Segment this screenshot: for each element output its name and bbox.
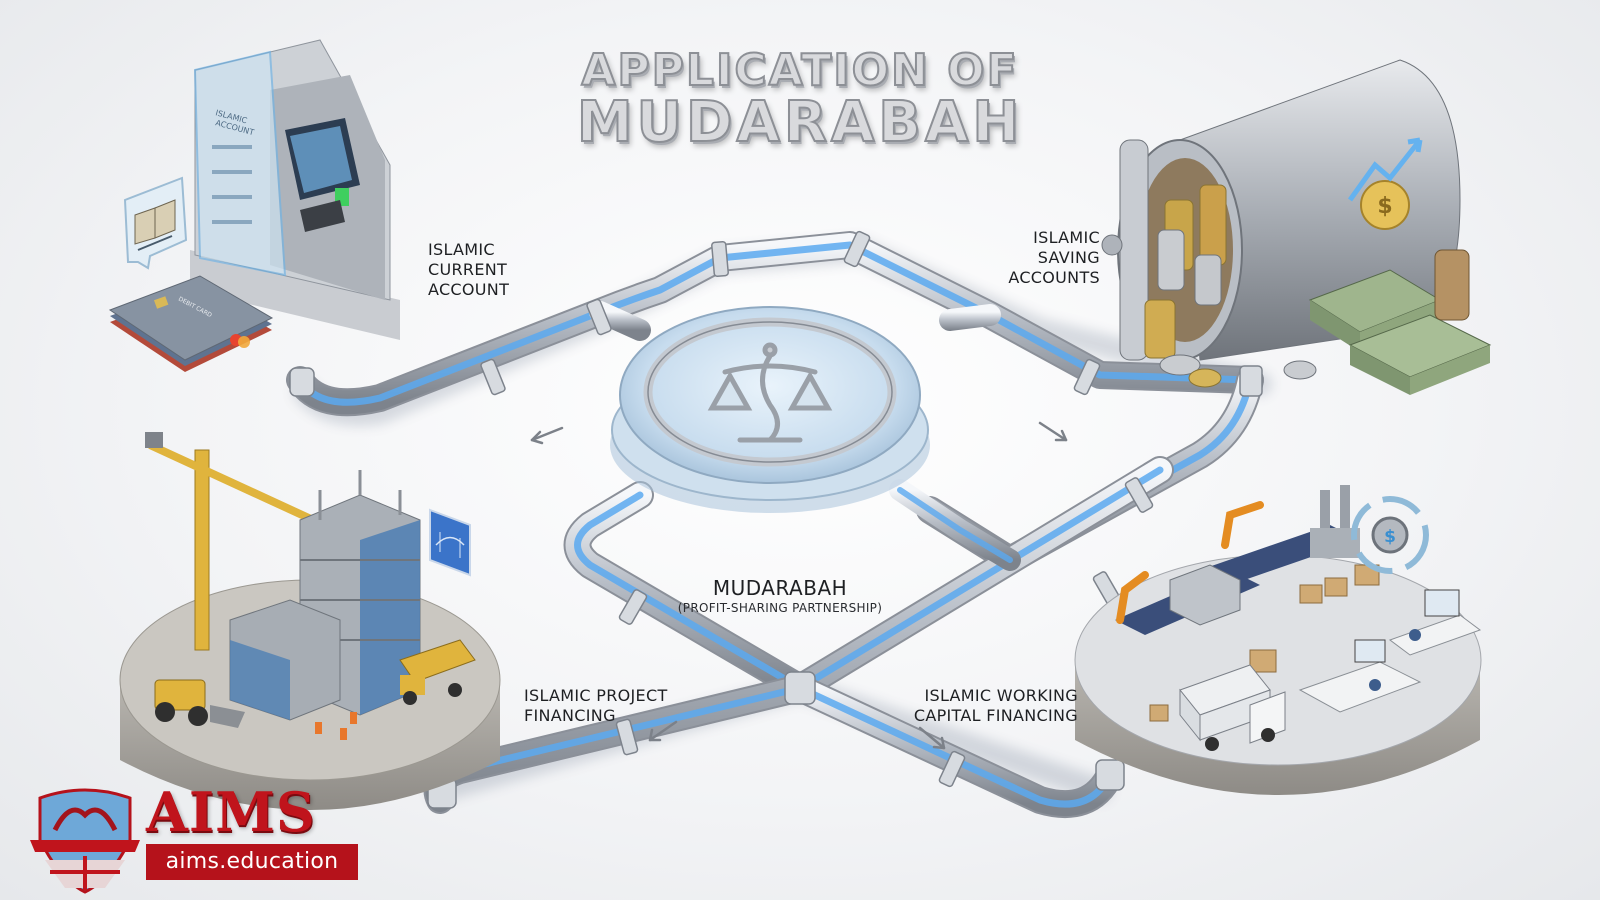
aims-shield-logo xyxy=(30,788,140,894)
label-line: CAPITAL FINANCING xyxy=(913,706,1078,725)
label-islamic-working-capital-financing: ISLAMIC WORKING CAPITAL FINANCING xyxy=(890,686,1078,726)
bridge-blueprint-icon xyxy=(429,508,471,577)
label-line: ISLAMIC PROJECT xyxy=(524,686,668,705)
label-islamic-project-financing: ISLAMIC PROJECT FINANCING xyxy=(524,686,668,726)
svg-text:$: $ xyxy=(1377,194,1392,219)
arrow-to-current xyxy=(530,426,564,445)
label-line: ACCOUNT xyxy=(428,280,510,299)
construction-illustration xyxy=(119,432,501,810)
quran-book-icon xyxy=(123,176,188,270)
title-line-2: MUDARABAH xyxy=(576,90,1024,156)
arrow-to-working xyxy=(918,726,946,750)
label-line: FINANCING xyxy=(524,706,616,725)
center-label: MUDARABAH xyxy=(712,576,848,600)
label-line: ACCOUNTS xyxy=(1008,268,1100,287)
aims-url-badge[interactable]: aims.education xyxy=(146,844,358,880)
aims-wordmark: AIMS xyxy=(146,780,316,844)
label-line: ISLAMIC xyxy=(1033,228,1100,247)
gear-dollar-cycle-icon: $ xyxy=(1351,496,1429,574)
mudarabah-hub xyxy=(610,306,930,513)
svg-text:$: $ xyxy=(1384,527,1396,547)
label-line: SAVING xyxy=(1037,248,1100,267)
atm-illustration: ISLAMIC ACCOUNT xyxy=(190,39,400,340)
center-sublabel: (PROFIT-SHARING PARTNERSHIP) xyxy=(677,601,883,615)
debit-card-stack: DEBIT CARD xyxy=(108,275,274,372)
arrow-to-saving xyxy=(1038,421,1068,442)
label-islamic-current-account: ISLAMIC CURRENT ACCOUNT xyxy=(428,240,509,300)
dollar-coin-growth-icon: $ xyxy=(1347,137,1423,230)
scales-of-justice-icon xyxy=(707,342,833,443)
cash-stacks xyxy=(1308,249,1492,395)
label-line: ISLAMIC xyxy=(428,240,495,259)
title-line-1: APPLICATION OF xyxy=(580,45,1019,96)
factory-illustration: $ xyxy=(1074,485,1482,795)
pipe-couplings xyxy=(289,230,1263,809)
label-line: ISLAMIC WORKING xyxy=(924,686,1078,705)
label-islamic-saving-accounts: ISLAMIC SAVING ACCOUNTS xyxy=(990,228,1100,288)
label-mudarabah-center: MUDARABAH (PROFIT-SHARING PARTNERSHIP) xyxy=(650,576,910,616)
vault-illustration: $ xyxy=(1101,59,1492,395)
page-title: APPLICATION OF MUDARABAH xyxy=(540,45,1060,156)
flow-arrows xyxy=(530,421,1068,750)
arrow-to-project xyxy=(648,720,678,742)
label-line: CURRENT xyxy=(428,260,508,279)
